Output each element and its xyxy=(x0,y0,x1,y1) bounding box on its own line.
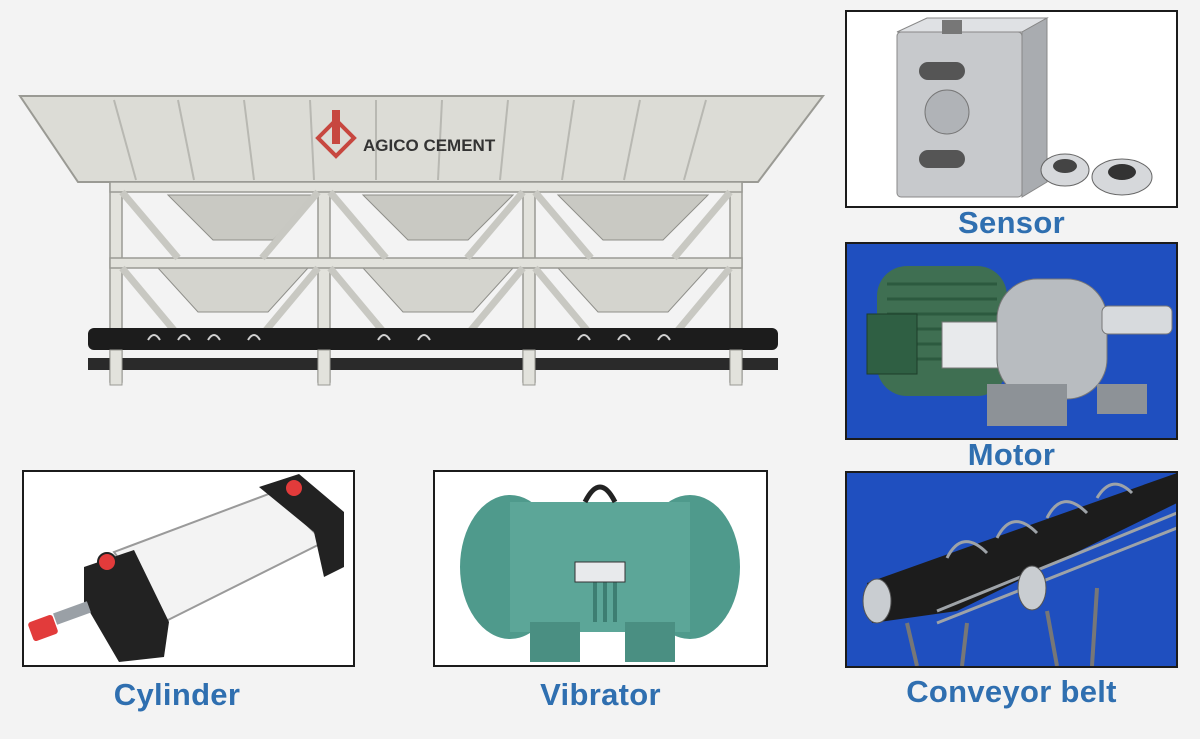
batching-machine-image: AGICO CEMENT xyxy=(18,90,828,395)
vibrator-caption: Vibrator xyxy=(540,677,661,712)
motor-image xyxy=(845,242,1178,440)
cylinder-image xyxy=(22,470,355,667)
sensor-image xyxy=(845,10,1178,208)
brand-name: AGICO CEMENT xyxy=(363,136,496,155)
cylinder-caption: Cylinder xyxy=(113,677,241,712)
conveyor-belt-caption: Conveyor belt xyxy=(906,674,1117,709)
motor-caption: Motor xyxy=(967,437,1056,472)
conveyor-belt-image xyxy=(845,471,1178,668)
vibrator-image xyxy=(433,470,768,667)
agico-logo-icon xyxy=(315,110,357,159)
sensor-caption: Sensor xyxy=(958,205,1065,240)
